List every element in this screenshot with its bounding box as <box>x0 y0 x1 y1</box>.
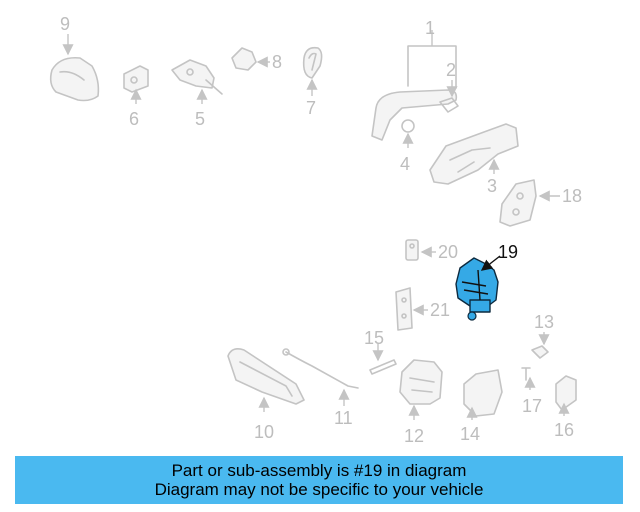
callout-8: 8 <box>272 52 282 72</box>
part-21-plate[interactable]: 21 <box>395 287 450 331</box>
callout-9: 9 <box>60 14 70 34</box>
callout-19: 19 <box>498 242 518 262</box>
part-12-lock-actuator[interactable]: 12 <box>399 359 443 446</box>
callout-21: 21 <box>430 300 450 320</box>
callout-20: 20 <box>438 242 458 262</box>
callout-4: 4 <box>400 154 410 174</box>
callout-13: 13 <box>534 312 554 332</box>
info-banner: Part or sub-assembly is #19 in diagram D… <box>15 456 623 504</box>
part-17-screw[interactable]: 17 <box>521 367 542 416</box>
callout-12: 12 <box>404 426 424 446</box>
callout-18: 18 <box>562 186 582 206</box>
callout-17: 17 <box>522 396 542 416</box>
part-20-plate[interactable]: 20 <box>405 239 458 262</box>
part-2-clip[interactable]: 2 <box>439 60 459 113</box>
part-6-bracket[interactable]: 6 <box>123 65 149 129</box>
part-16-striker[interactable]: 16 <box>554 375 577 440</box>
callout-11: 11 <box>334 408 353 428</box>
part-4-grommet[interactable]: 4 <box>400 119 415 174</box>
callout-15: 15 <box>364 328 384 348</box>
part-15-clip[interactable]: 15 <box>364 328 397 375</box>
part-13-bolt[interactable]: 13 <box>531 312 554 359</box>
part-1-outside-handle[interactable]: 1 <box>371 18 458 141</box>
part-5-lock-cylinder[interactable]: 5 <box>171 59 223 129</box>
part-8-cap[interactable]: 8 <box>231 47 282 72</box>
part-19-door-latch[interactable]: 19 <box>455 242 518 321</box>
banner-line-1: Part or sub-assembly is #19 in diagram <box>171 461 467 480</box>
callout-10: 10 <box>254 422 274 442</box>
part-11-cable[interactable]: 11 <box>282 348 359 428</box>
callout-5: 5 <box>195 109 205 129</box>
part-14-bracket[interactable]: 14 <box>460 369 503 444</box>
part-10-inside-handle[interactable]: 10 <box>227 348 305 442</box>
callout-1: 1 <box>425 18 435 38</box>
part-18-hinge[interactable]: 18 <box>499 179 582 227</box>
callout-6: 6 <box>129 109 139 129</box>
callout-3: 3 <box>487 176 497 196</box>
callout-14: 14 <box>460 424 480 444</box>
part-9-mirror-cover[interactable]: 9 <box>49 14 100 102</box>
callout-16: 16 <box>554 420 574 440</box>
part-7-gasket[interactable]: 7 <box>302 46 323 118</box>
part-3-handle-frame[interactable]: 3 <box>429 123 519 196</box>
callout-2: 2 <box>446 60 456 80</box>
callout-7: 7 <box>306 98 316 118</box>
banner-line-2: Diagram may not be specific to your vehi… <box>154 480 484 499</box>
parts-diagram: 9 6 5 8 7 1 2 <box>49 14 582 446</box>
